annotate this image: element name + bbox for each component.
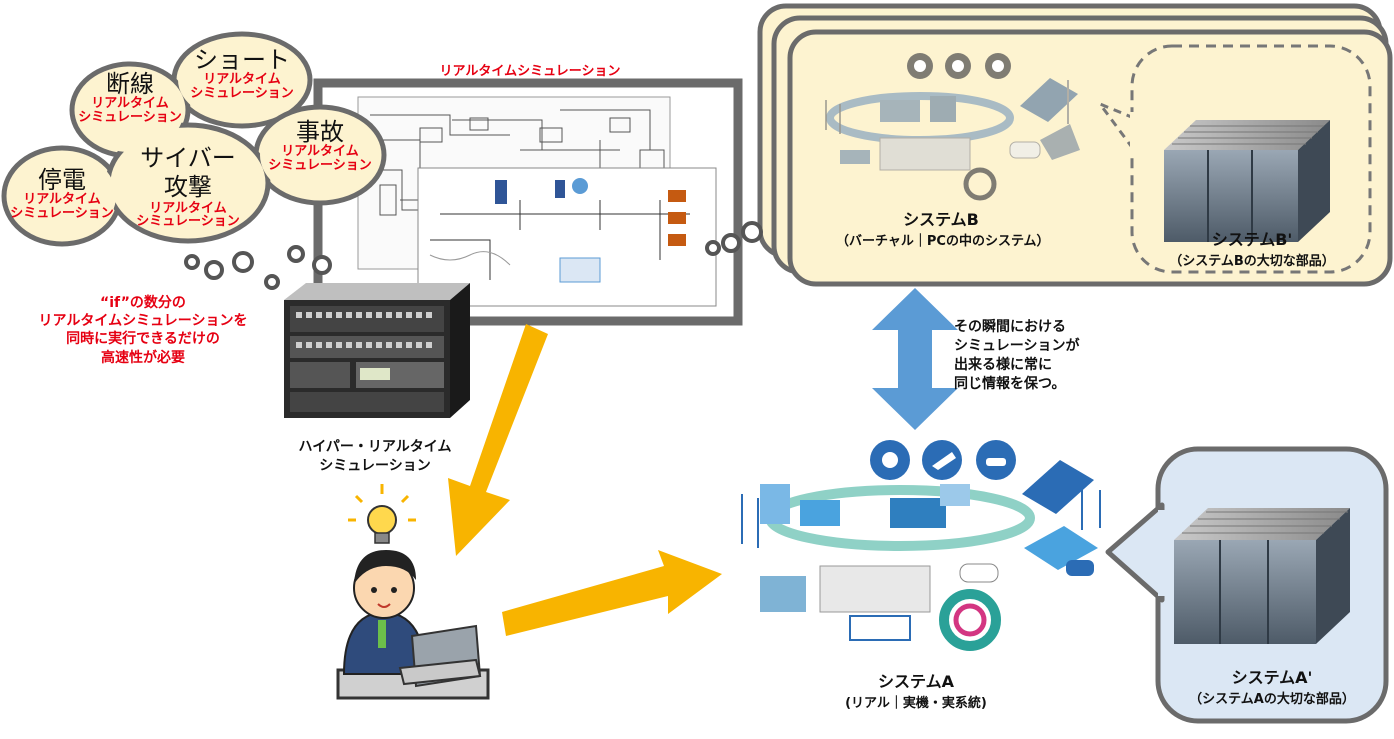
system-a-grid-illustration: [741, 440, 1101, 651]
yellow-arrows: [448, 324, 722, 636]
system-a-title: システムA: [878, 672, 954, 691]
cloud-jiko: 事故 リアルタイム シミュレーション: [258, 118, 382, 173]
cloud-cyber: サイバー 攻撃 リアルタイム シミュレーション: [112, 144, 264, 229]
system-b-grid-illustration: [825, 53, 1080, 201]
system-a-subtitle: (リアル｜実機・実系統): [845, 696, 987, 711]
server-rack-icon: [1174, 508, 1350, 644]
system-a-prime-label: システムA' （システムAの大切な部品）: [1166, 664, 1378, 707]
cloud-teiden-title: 停電: [38, 166, 86, 194]
system-b-subtitle: （バーチャル｜PCの中のシステム）: [836, 234, 1050, 249]
person-with-laptop: [336, 550, 490, 700]
system-a-prime-subtitle: （システムAの大切な部品）: [1189, 692, 1355, 707]
if-requirement-note: “if”の数分の リアルタイムシミュレーションを 同時に実行できるだけの 高速性…: [38, 295, 248, 366]
system-b-prime-label: システムB' （システムBの大切な部品）: [1146, 226, 1358, 269]
cloud-teiden: 停電 リアルタイム シミュレーション: [6, 166, 118, 221]
cloud-teiden-sub: リアルタイム シミュレーション: [10, 192, 114, 221]
cloud-short-sub: リアルタイム シミュレーション: [190, 72, 294, 101]
cloud-short: ショート リアルタイム シミュレーション: [176, 46, 308, 101]
server-rack-icon: [1164, 120, 1330, 242]
hardware-label: ハイパー・リアルタイム シミュレーション: [298, 439, 452, 474]
system-b-prime-title: システムB': [1211, 230, 1293, 249]
cloud-dansen-sub: リアルタイム シミュレーション: [78, 96, 182, 125]
hardware-rack: [284, 283, 470, 418]
cloud-cyber-sub: リアルタイム シミュレーション: [136, 200, 240, 230]
system-b-title: システムB: [903, 210, 979, 229]
sim-window-title: リアルタイムシミュレーション: [439, 64, 621, 79]
system-a-label: システムA (リアル｜実機・実系統): [816, 668, 1016, 711]
cloud-jiko-sub: リアルタイム シミュレーション: [268, 144, 372, 173]
cloud-dansen-title: 断線: [106, 70, 154, 98]
cloud-jiko-title: 事故: [296, 118, 344, 146]
sim-window-frame: [313, 78, 743, 326]
cloud-cyber-title: サイバー 攻撃: [140, 144, 236, 201]
system-b-prime-subtitle: （システムBの大切な部品）: [1169, 254, 1335, 269]
sync-note: その瞬間における シミュレーションが 出来る様に常に 同じ情報を保つ。: [954, 319, 1080, 392]
system-a-prime-title: システムA': [1231, 668, 1313, 687]
lightbulb-icon: [348, 484, 416, 544]
cloud-short-title: ショート: [194, 46, 290, 74]
sync-arrow: [872, 288, 958, 430]
system-b-label: システムB （バーチャル｜PCの中のシステム）: [836, 206, 1050, 249]
system-b-icons: [914, 60, 1004, 72]
cloud-dansen: 断線 リアルタイム シミュレーション: [74, 70, 186, 125]
